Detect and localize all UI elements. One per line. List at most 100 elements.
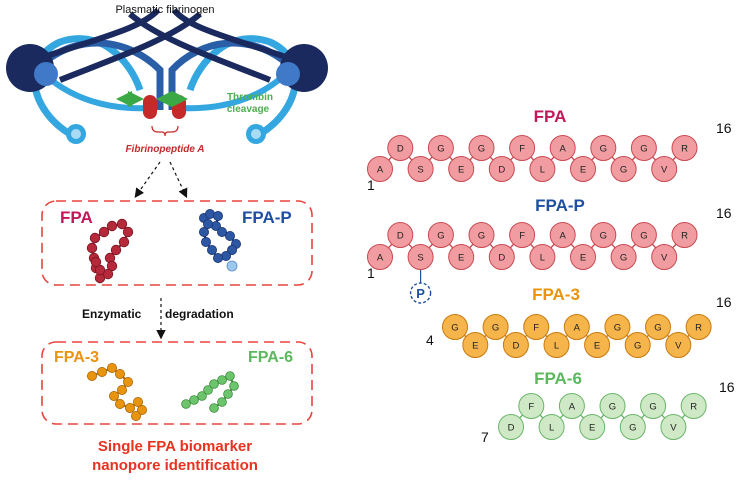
- residue-letter: G: [600, 231, 607, 242]
- residue-G: [442, 314, 468, 340]
- residue-G: [619, 414, 646, 440]
- residue-letter: E: [594, 341, 600, 352]
- residue-F: [523, 314, 550, 340]
- residue-letter: S: [417, 253, 423, 264]
- residue-letter: R: [695, 323, 702, 334]
- fpap-blob-structure: [198, 208, 241, 272]
- residue-letter: L: [549, 423, 554, 434]
- chain-end-index: 16: [716, 294, 732, 310]
- fpa3-blob-structure: [87, 362, 147, 421]
- residue-letter: R: [690, 402, 697, 413]
- bead: [217, 375, 227, 385]
- bead: [115, 368, 126, 379]
- bead: [212, 252, 223, 263]
- residue-D: [488, 156, 515, 182]
- chain-start-index: 1: [367, 177, 375, 193]
- bead-phosphate: [226, 260, 238, 272]
- residue-E: [462, 332, 489, 358]
- residue-letter: G: [654, 323, 661, 334]
- bead: [206, 244, 217, 255]
- box1-fpap-label: FPA-P: [242, 208, 292, 227]
- residue-letter: A: [377, 165, 384, 176]
- bead: [225, 371, 235, 381]
- phosphate-group: [409, 282, 432, 304]
- peptide-chains: ADSGEGDFLAEGGGVR116PADSGEGDFLAEGGGVR116G…: [367, 120, 735, 445]
- bead: [125, 402, 136, 413]
- residue-G: [482, 314, 509, 340]
- bead: [132, 396, 143, 407]
- residue-letter: G: [478, 144, 485, 155]
- chain-fpa3-title: FPA-3: [532, 285, 580, 304]
- residue-letter: A: [569, 402, 576, 413]
- residue-V: [665, 332, 692, 358]
- residue-G: [468, 222, 495, 248]
- residue-V: [651, 156, 678, 182]
- bead: [130, 410, 141, 421]
- residue-letter: G: [640, 144, 647, 155]
- residue-letter: E: [472, 341, 478, 352]
- fibrinogen-illustration: [6, 7, 328, 144]
- residue-letter: F: [519, 231, 525, 242]
- residue-letter: V: [670, 423, 677, 434]
- footer-line-2: nanopore identification: [92, 457, 258, 474]
- bead: [224, 230, 235, 241]
- residue-L: [529, 156, 556, 182]
- bead: [118, 236, 130, 248]
- residue-letter: G: [620, 253, 627, 264]
- residue-F: [509, 135, 536, 161]
- bead: [117, 384, 128, 395]
- bead: [106, 220, 118, 232]
- residue-E: [570, 156, 596, 182]
- residue-letter: A: [377, 253, 384, 264]
- bead: [107, 362, 118, 373]
- bead: [229, 381, 239, 391]
- residue-letter: D: [512, 341, 519, 352]
- residue-letter: D: [397, 231, 404, 242]
- bead: [115, 398, 126, 409]
- residue-letter: R: [681, 144, 688, 155]
- split-arrow-right: [169, 161, 188, 199]
- residue-F: [518, 393, 545, 419]
- bead: [197, 391, 207, 401]
- peptide-box-2: [41, 341, 313, 425]
- bead: [212, 210, 223, 221]
- residue-G: [468, 135, 495, 161]
- residue-letter: A: [560, 144, 567, 155]
- fpa-blob-structure: [86, 218, 134, 284]
- residue-G: [427, 135, 454, 161]
- fibrinogen-label: Plasmatic fibrinogen: [115, 4, 214, 16]
- residue-E: [570, 244, 596, 270]
- bead: [217, 397, 227, 407]
- bead: [223, 389, 233, 399]
- process-label-2: degradation: [165, 307, 234, 321]
- residue-G: [604, 314, 631, 340]
- residue-V: [660, 414, 687, 440]
- residue-R: [671, 135, 698, 161]
- chain-start-index: 4: [426, 332, 434, 348]
- bead: [110, 244, 122, 256]
- bead: [87, 370, 98, 381]
- residue-letter: R: [681, 231, 688, 242]
- residue-letter: G: [437, 231, 444, 242]
- residue-letter: E: [580, 165, 586, 176]
- bead: [89, 232, 101, 244]
- residue-D: [498, 414, 524, 440]
- chain-end-index: 16: [719, 379, 735, 395]
- residue-letter: G: [640, 231, 647, 242]
- bead: [136, 404, 147, 415]
- residue-E: [448, 244, 475, 270]
- residue-letter: V: [661, 253, 668, 264]
- residue-letter: E: [458, 165, 464, 176]
- chain-end-index: 16: [716, 205, 732, 221]
- fibrinopeptide-left: [143, 95, 157, 119]
- chain-fpap-title: FPA-P: [535, 196, 585, 215]
- residue-letter: D: [397, 144, 404, 155]
- residue-letter: G: [492, 323, 499, 334]
- residue-letter: D: [508, 423, 515, 434]
- box2-fpa6-label: FPA-6: [248, 349, 293, 366]
- residue-A: [563, 314, 590, 340]
- bead: [209, 403, 219, 413]
